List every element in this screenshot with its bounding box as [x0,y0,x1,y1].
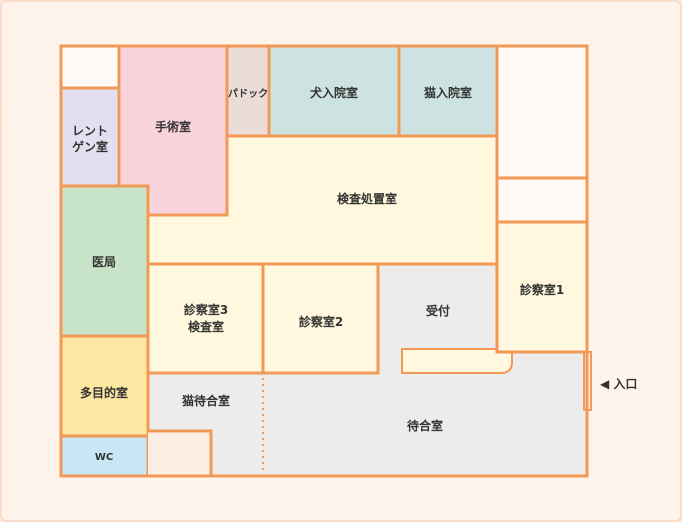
room-consult1 [495,220,589,354]
label-exam-treatment: 検査処置室 [337,191,397,206]
room-cat-ward [397,44,499,138]
label-xray-line1: レント [72,124,108,138]
label-cat-ward: 猫入院室 [424,85,472,100]
room-consult2 [261,262,380,375]
room-storage-top-right [495,44,589,180]
label-consult2: 診察室2 [299,314,343,329]
entrance-label: 入口 [613,377,638,391]
label-dog-ward: 犬入院室 [310,85,358,100]
room-storage-right-small [495,176,589,224]
label-reception: 受付 [426,303,450,318]
room-consult3 [146,262,265,375]
label-surgery: 手術室 [155,119,191,134]
reception-counter [401,348,513,374]
entrance-arrow-icon: ◀ [600,377,610,391]
cat-waiting-nook [148,429,213,478]
label-cat-waiting: 猫待合室 [182,393,230,408]
room-multipurpose [59,334,150,438]
label-wc: WC [95,452,113,463]
entrance-marker: ◀ 入口 [600,375,637,392]
label-waiting: 待合室 [407,418,443,433]
label-medical-office: 医局 [92,255,116,269]
label-multipurpose: 多目的室 [80,385,128,400]
label-consult3-line1: 診察室3 [184,302,228,317]
room-storage-top-left [59,44,121,90]
label-xray-line2: ゲン室 [72,139,108,154]
outer-wall [59,44,589,478]
label-consult1: 診察室1 [520,282,564,297]
label-consult3-line2: 検査室 [188,319,224,334]
label-paddock: パドック [228,88,268,100]
